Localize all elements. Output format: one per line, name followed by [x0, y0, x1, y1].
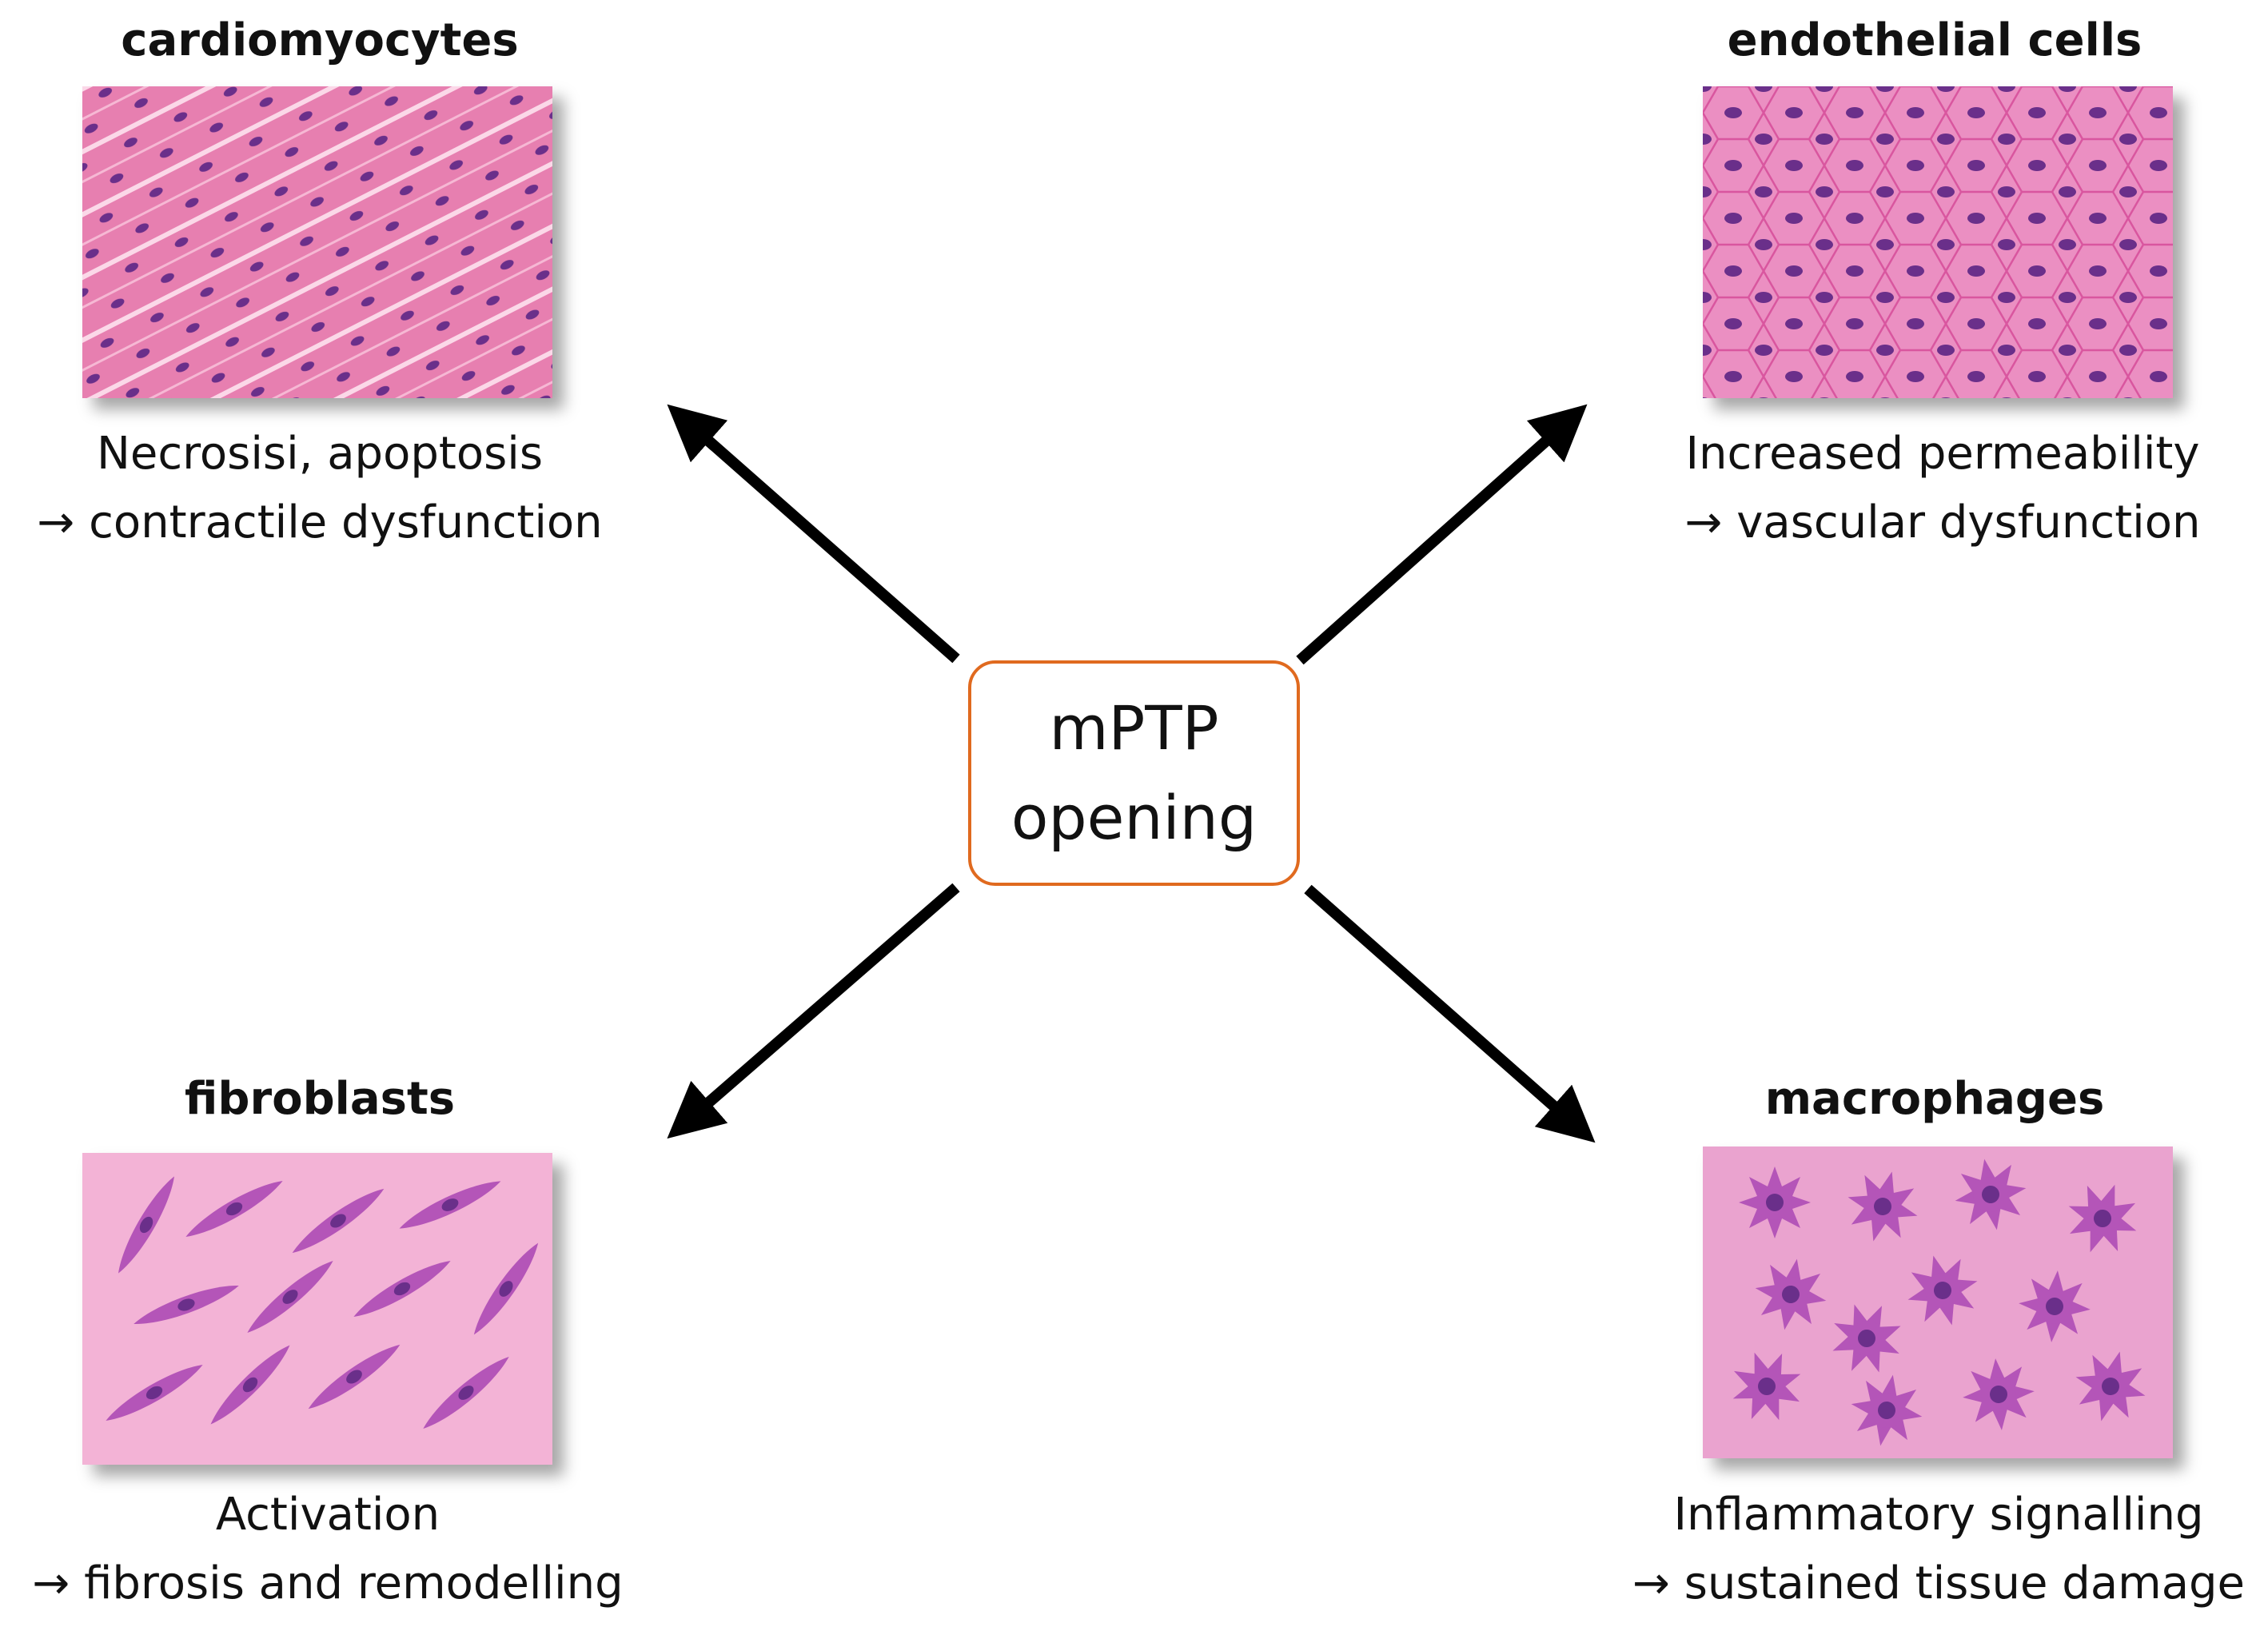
- macrophages-outcome: → sustained tissue damage: [1632, 1557, 2246, 1609]
- endothelial-title: endothelial cells: [1727, 14, 2142, 66]
- arrow-to-fibroblasts: [667, 883, 960, 1139]
- fibroblasts-caption: Activation → fibrosis and remodelling: [8, 1481, 648, 1618]
- macrophages-image: [1703, 1146, 2173, 1458]
- cardiomyocytes-effect: Necrosisi, apoptosis: [96, 428, 544, 480]
- macrophages-title: macrophages: [1764, 1073, 2105, 1125]
- endothelial-effect: Increased permeability: [1685, 428, 2200, 480]
- center-line-2: opening: [1010, 782, 1258, 853]
- arrow-to-endothelial: [1296, 404, 1588, 665]
- cardiomyocytes-outcome: → contractile dysfunction: [37, 496, 603, 548]
- fibroblasts-outcome: → fibrosis and remodelling: [32, 1557, 624, 1609]
- endothelial-outcome: → vascular dysfunction: [1684, 496, 2201, 548]
- fibroblasts-effect: Activation: [215, 1489, 440, 1541]
- cardiomyocytes-image: [82, 86, 552, 398]
- mptp-opening-box: mPTP opening: [968, 660, 1300, 886]
- fibroblasts-title: fibroblasts: [184, 1073, 456, 1125]
- arrow-to-macrophages: [1304, 884, 1596, 1143]
- macrophages-caption: Inflammatory signalling → sustained tiss…: [1615, 1481, 2262, 1618]
- endothelial-image: [1703, 86, 2173, 398]
- center-line-1: mPTP: [1049, 692, 1219, 764]
- macrophages-effect: Inflammatory signalling: [1673, 1489, 2204, 1541]
- fibroblasts-image: [82, 1153, 552, 1465]
- endothelial-caption: Increased permeability → vascular dysfun…: [1631, 420, 2254, 557]
- arrow-to-cardiomyocytes: [667, 404, 960, 664]
- cardiomyocytes-caption: Necrosisi, apoptosis → contractile dysfu…: [16, 420, 624, 557]
- cardiomyocytes-title: cardiomyocytes: [121, 14, 519, 66]
